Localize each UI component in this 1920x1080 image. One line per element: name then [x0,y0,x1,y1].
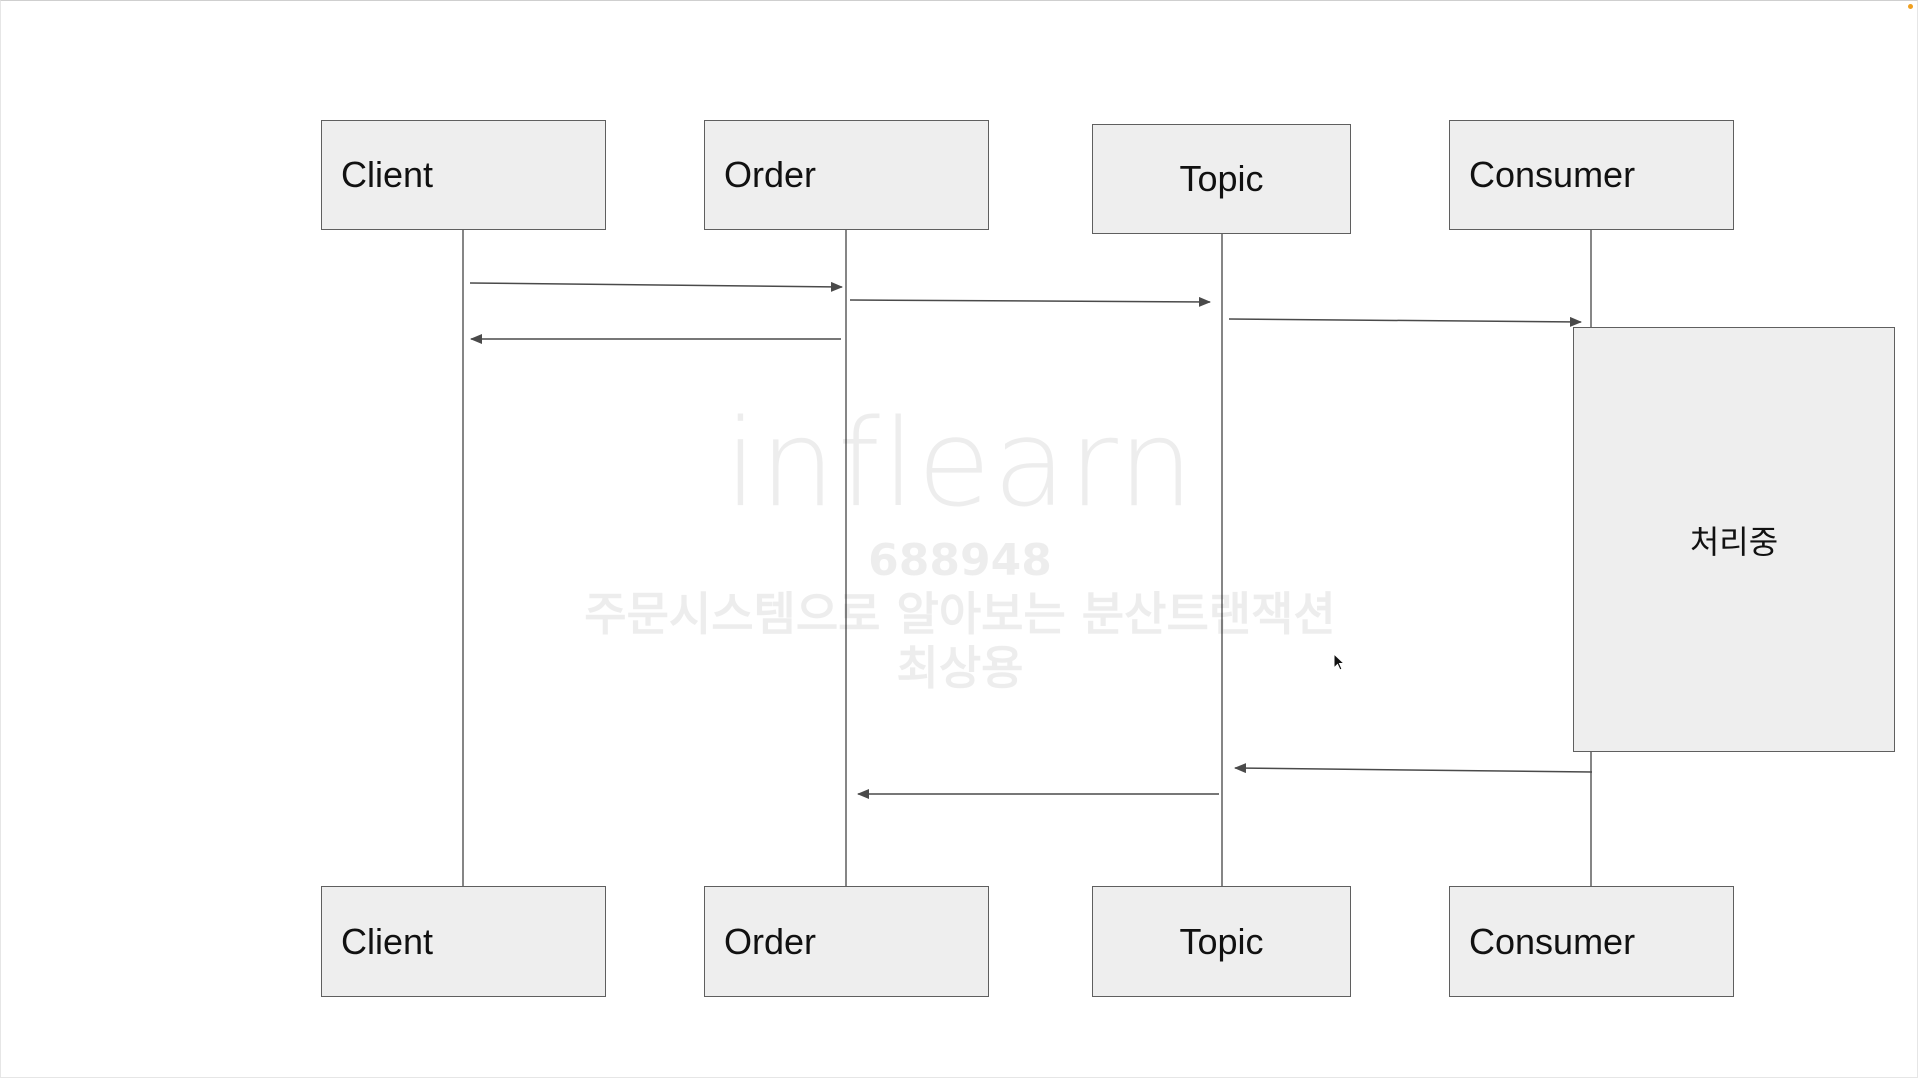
participant-client-bottom: Client [321,886,606,997]
participant-topic-top: Topic [1092,124,1351,234]
participant-topic-bottom: Topic [1092,886,1351,997]
consumer-activation-box: 처리중 [1573,327,1895,752]
message-order-to-topic [849,296,1211,307]
participant-consumer-bottom: Consumer [1449,886,1734,997]
message-consumer-to-topic [1234,763,1593,774]
participant-order-top: Order [704,120,989,230]
participant-label: Consumer [1469,920,1636,962]
mouse-cursor-icon [1333,653,1346,671]
participant-label: Topic [1179,920,1264,962]
participant-order-bottom: Order [704,886,989,997]
message-client-to-order [469,281,843,292]
participant-label: Client [341,154,434,195]
participant-label: Topic [1179,158,1264,199]
participant-label: Order [724,154,817,195]
participant-label: Client [341,920,434,962]
participant-client-top: Client [321,120,606,230]
participant-consumer-top: Consumer [1449,120,1734,230]
activation-label: 처리중 [1689,522,1779,561]
message-topic-to-consumer [1228,316,1582,327]
participant-label: Consumer [1469,154,1636,195]
participant-label: Order [724,920,817,962]
